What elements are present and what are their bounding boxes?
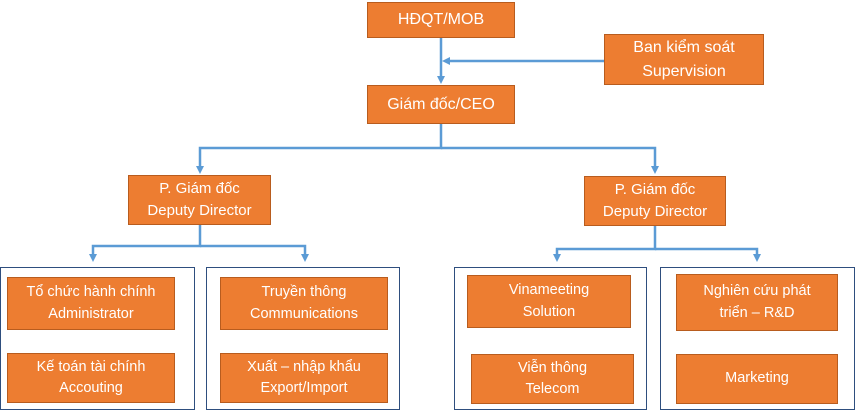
node-rnd: Nghiên cứu phát triển – R&D — [676, 274, 838, 331]
node-marketing: Marketing — [676, 354, 838, 404]
node-telecom-line2: Telecom — [525, 381, 580, 397]
node-vinameeting-line2: Solution — [522, 303, 576, 320]
connector-deputy-left-right — [200, 244, 309, 262]
node-marketing-line1: Marketing — [725, 370, 789, 387]
node-rnd-line2: triển – R&D — [719, 304, 795, 321]
node-telecom: Viễn thông Telecom — [471, 354, 634, 404]
node-supervision-line2: Supervision — [642, 62, 726, 80]
connector-ceo-deputy-right — [441, 146, 659, 174]
connector-deputy-right-groups — [553, 226, 657, 262]
node-supervision-line1: Ban kiểm soát — [633, 39, 735, 57]
node-admin-line2: Administrator — [48, 305, 134, 322]
node-deputy-right: P. Giám đốc Deputy Director — [584, 176, 726, 226]
node-ceo: Giám đốc/CEO — [367, 85, 515, 124]
node-deputy-right-line1: P. Giám đốc — [614, 181, 696, 199]
node-telecom-line1: Viễn thông — [517, 359, 588, 376]
node-deputy-left: P. Giám đốc Deputy Director — [128, 175, 271, 225]
group-frame-solutions — [454, 267, 647, 410]
node-deputy-right-line2: Deputy Director — [602, 203, 708, 220]
node-board-line1: HĐQT/MOB — [397, 11, 485, 29]
node-admin: Tổ chức hành chính Administrator — [7, 277, 175, 330]
node-export-import-line2: Export/Import — [260, 380, 348, 396]
node-rnd-line1: Nghiên cứu phát — [703, 283, 811, 300]
node-supervision: Ban kiểm soát Supervision — [604, 34, 764, 85]
node-ceo-line1: Giám đốc/CEO — [387, 95, 495, 113]
node-communications-line1: Truyền thông — [261, 284, 347, 301]
node-vinameeting-line1: Vinameeting — [508, 282, 590, 299]
node-accounting-line2: Accouting — [59, 380, 123, 396]
node-export-import-line1: Xuất – nhập khẩu — [247, 358, 361, 375]
node-deputy-left-line1: P. Giám đốc — [159, 180, 240, 198]
group-frame-admin-finance — [0, 267, 195, 410]
node-deputy-left-line2: Deputy Director — [147, 202, 252, 219]
connector-deputy-right-right — [655, 247, 761, 262]
node-accounting-line1: Kế toán tài chính — [36, 358, 146, 375]
node-board: HĐQT/MOB — [367, 2, 515, 38]
node-communications: Truyền thông Communications — [220, 277, 388, 330]
node-admin-line1: Tổ chức hành chính — [26, 284, 156, 301]
node-export-import: Xuất – nhập khẩu Export/Import — [220, 353, 388, 403]
group-frame-comm-trade — [206, 267, 400, 410]
node-vinameeting: Vinameeting Solution — [467, 275, 631, 328]
node-accounting: Kế toán tài chính Accouting — [7, 353, 175, 403]
node-communications-line2: Communications — [250, 305, 358, 322]
connector-ceo-deputies — [196, 124, 443, 174]
connector-deputy-left-groups — [89, 225, 202, 262]
